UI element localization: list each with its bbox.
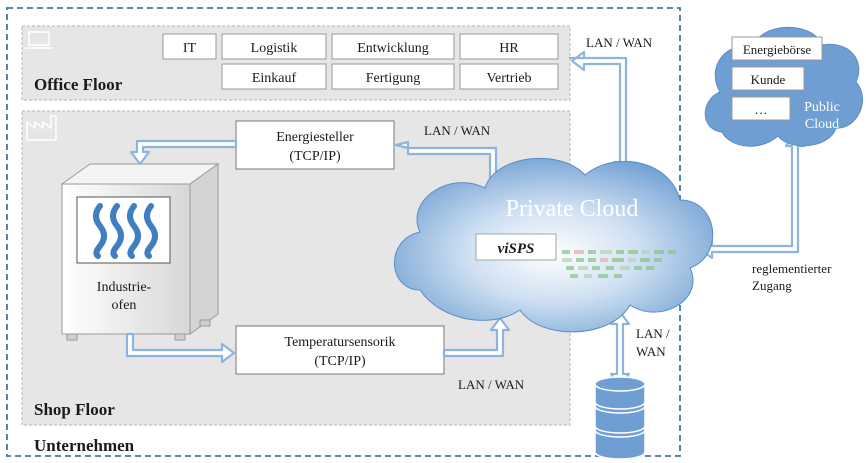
public-cloud-label-line1: Public <box>804 100 840 115</box>
svg-text:viSPS: viSPS <box>498 241 535 257</box>
heat-icon <box>93 203 158 259</box>
company-label: Unternehmen <box>34 436 135 455</box>
laptop-icon <box>25 31 53 49</box>
furnace <box>60 163 220 341</box>
department-vertrieb: Vertrieb <box>459 63 559 90</box>
furnace-label-line2: ofen <box>112 298 137 313</box>
department-entwicklung: Entwicklung <box>331 33 455 60</box>
arrow-cloud-to-actuator <box>394 140 498 180</box>
factory-icon <box>26 115 57 141</box>
private-cloud-label: Private Cloud <box>506 196 639 222</box>
lan-wan-label-actuator: LAN / WAN <box>424 123 491 138</box>
svg-text:Kunde: Kunde <box>751 72 786 87</box>
department-logistik: Logistik <box>221 33 327 60</box>
svg-text:IT: IT <box>183 41 197 56</box>
energy-actuator-box: Energiesteller (TCP/IP) <box>235 120 395 170</box>
public-item-energiebörse: Energiebörse <box>731 36 823 61</box>
svg-text:Einkauf: Einkauf <box>252 71 297 86</box>
lan-wan-label-office: LAN / WAN <box>586 35 653 50</box>
department-einkauf: Einkauf <box>221 63 327 90</box>
shop-floor-label: Shop Floor <box>34 400 115 419</box>
svg-text:Fertigung: Fertigung <box>366 71 420 86</box>
office-floor-label: Office Floor <box>34 75 123 94</box>
arrow-actuator-to-furnace <box>129 139 238 166</box>
regulated-access-line1: reglementierter <box>752 261 832 276</box>
department-fertigung: Fertigung <box>331 63 455 90</box>
arrow-cloud-to-database <box>609 310 631 388</box>
svg-text:(TCP/IP): (TCP/IP) <box>314 354 366 369</box>
svg-text:Logistik: Logistik <box>251 41 298 56</box>
svg-text:Energiesteller: Energiesteller <box>276 130 354 145</box>
wan-label-database: WAN <box>636 344 666 359</box>
public-item-more: … <box>731 96 791 121</box>
arrow-cloud-to-public <box>698 132 806 260</box>
svg-text:Temperatursensorik: Temperatursensorik <box>285 335 396 350</box>
furnace-label-line1: Industrie- <box>97 280 152 295</box>
lan-label-database: LAN / <box>636 326 670 341</box>
department-hr: HR <box>459 33 559 60</box>
arrow-office-to-cloud <box>568 50 634 177</box>
svg-text:Vertrieb: Vertrieb <box>486 71 531 86</box>
lan-wan-label-sensor: LAN / WAN <box>458 377 525 392</box>
visps-box: viSPS <box>475 233 557 261</box>
regulated-access-line2: Zugang <box>752 278 792 293</box>
public-cloud-label-line2: Cloud <box>805 117 839 132</box>
temperature-sensor-box: Temperatursensorik (TCP/IP) <box>235 325 445 375</box>
dashboard-bars-icon <box>562 250 676 278</box>
department-it: IT <box>162 33 217 60</box>
database-icon <box>594 376 646 460</box>
arrow-furnace-to-sensor <box>125 332 236 364</box>
arrow-sensor-to-cloud <box>442 316 511 358</box>
svg-text:(TCP/IP): (TCP/IP) <box>289 149 341 164</box>
svg-text:Energiebörse: Energiebörse <box>743 42 812 57</box>
svg-text:HR: HR <box>499 41 519 56</box>
svg-text:Entwicklung: Entwicklung <box>357 41 429 56</box>
public-item-kunde: Kunde <box>731 66 805 91</box>
svg-text:…: … <box>755 102 768 117</box>
